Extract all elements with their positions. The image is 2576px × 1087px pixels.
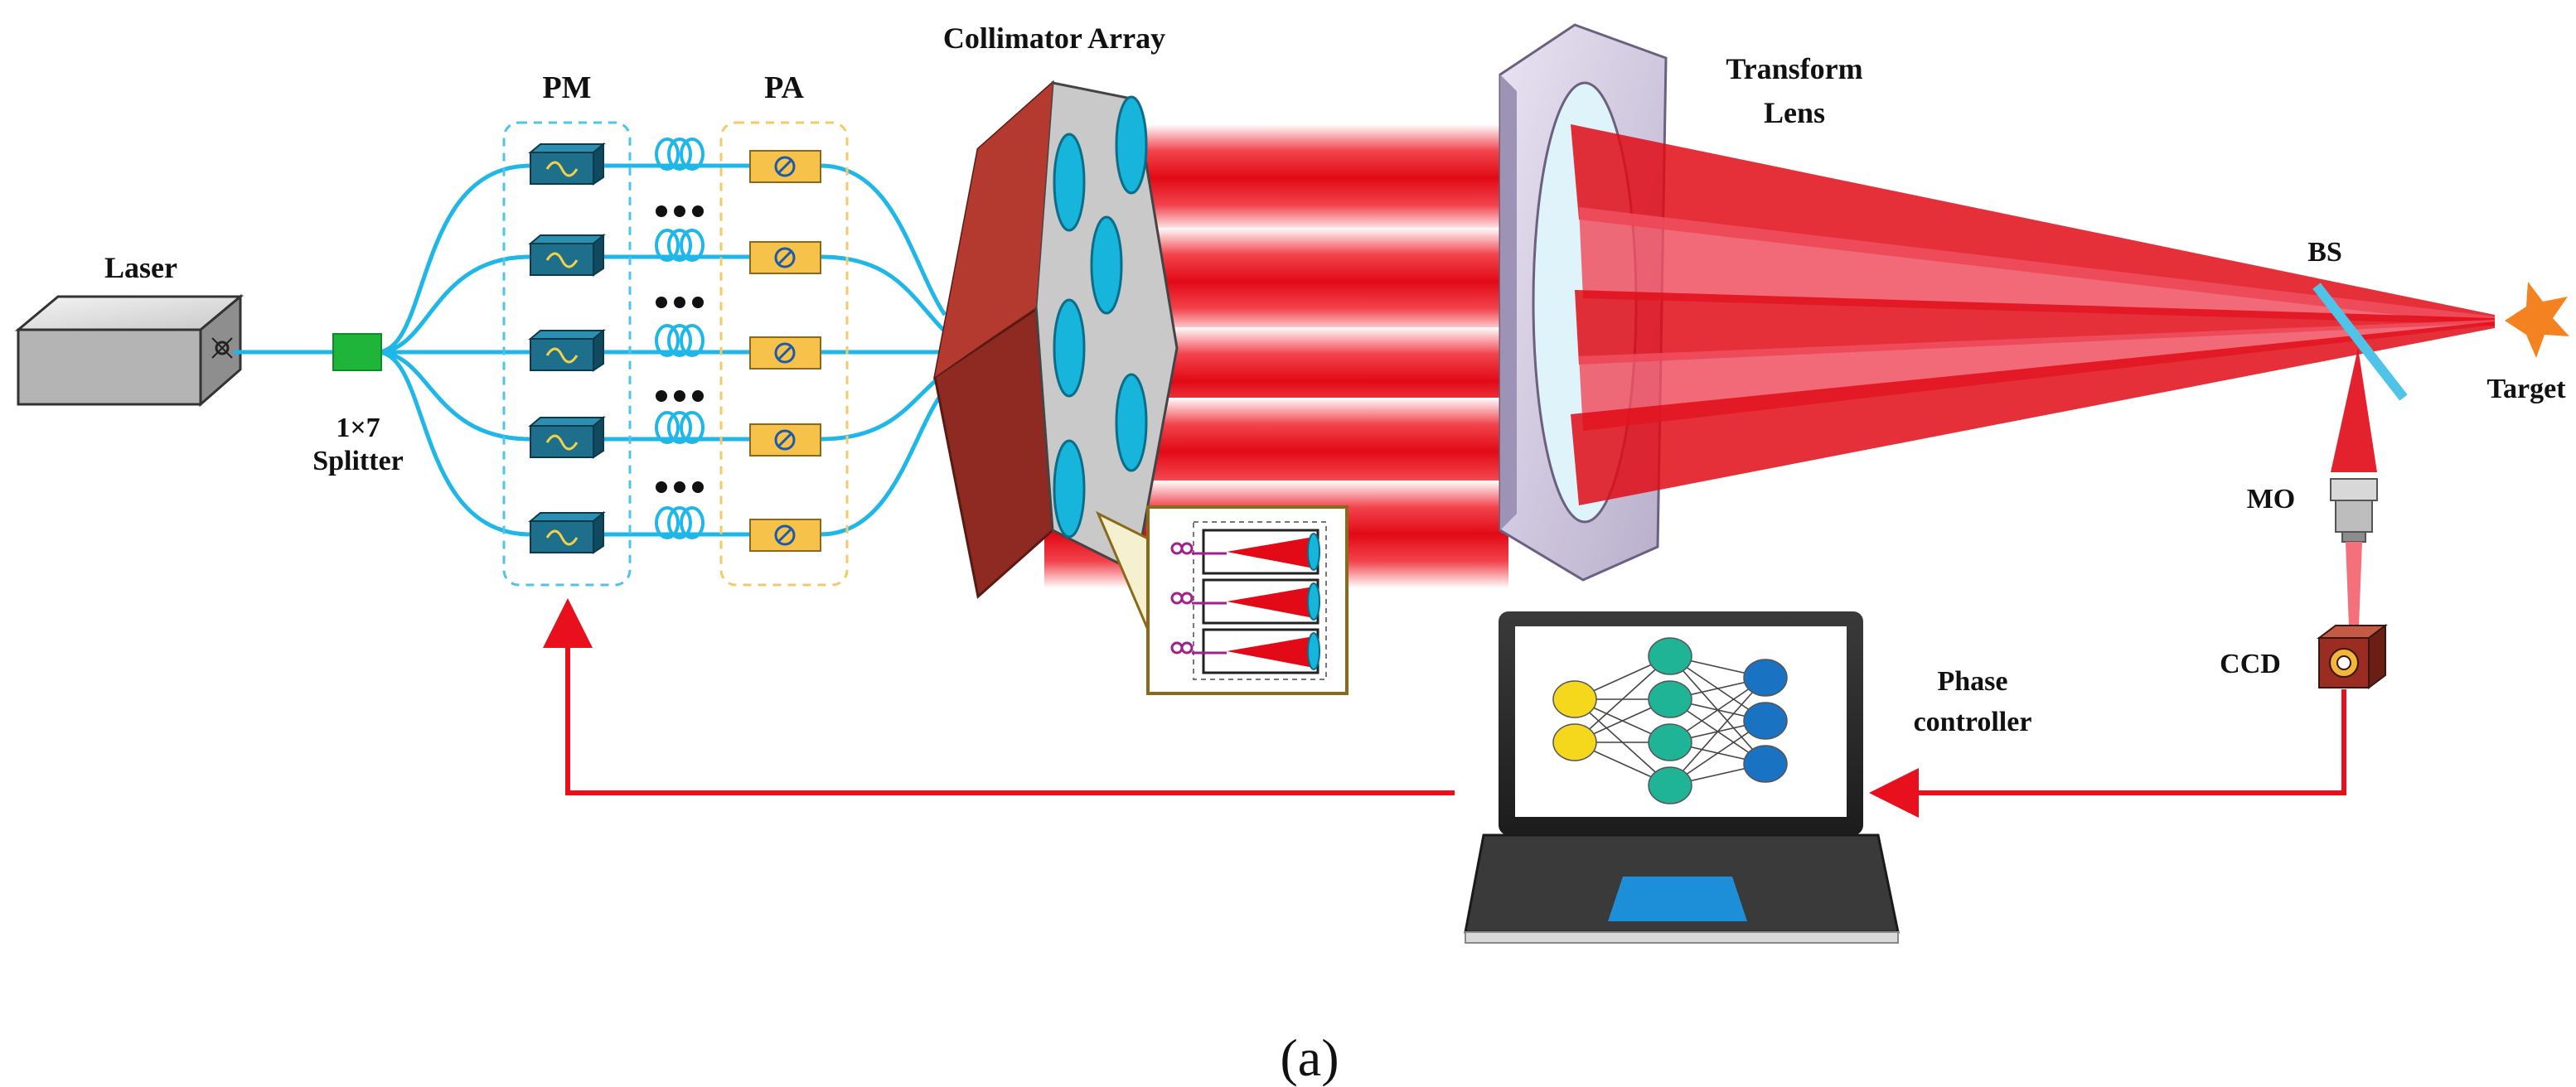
pa-group-border — [719, 121, 849, 587]
transform-lens-label-2: Lens — [1764, 96, 1825, 129]
sine-wave-icon — [545, 161, 579, 177]
fiber-coil — [655, 324, 705, 357]
ellipsis-dots — [656, 481, 704, 493]
transform-lens-label: Transform — [1726, 52, 1862, 85]
power-amplifier — [749, 241, 821, 274]
sine-wave-icon — [545, 252, 579, 268]
phase-controller-label: Phase — [1938, 666, 2008, 697]
splitter-label: Splitter — [312, 446, 404, 476]
microscope-objective — [2330, 478, 2378, 543]
nn-connection — [1574, 655, 1671, 743]
isolator-icon — [774, 524, 796, 546]
nn-node — [1648, 723, 1692, 761]
fiber-coil — [655, 411, 705, 444]
isolator-icon — [774, 342, 796, 364]
nn-node — [1648, 766, 1692, 804]
phase-modulator — [528, 142, 606, 186]
nn-node — [1743, 702, 1788, 740]
power-amplifier — [749, 150, 821, 183]
fiber-coil — [655, 229, 705, 262]
collimator-array — [932, 80, 1179, 599]
bs-label: BS — [2307, 237, 2342, 268]
reflected-beam — [2331, 348, 2377, 472]
laser — [14, 293, 245, 408]
pm-label: PM — [542, 70, 591, 105]
ccd-label: CCD — [2220, 649, 2281, 679]
nn-node — [1648, 637, 1692, 675]
pa-label: PA — [764, 70, 804, 105]
pm-group-border — [502, 121, 632, 587]
sine-wave-icon — [545, 434, 579, 451]
focused-beams — [1571, 124, 2495, 505]
phase-modulators — [528, 142, 606, 554]
isolator-icon — [774, 156, 796, 177]
fiber-coil — [655, 138, 705, 171]
splitter — [332, 333, 382, 371]
phase-modulator — [528, 415, 606, 459]
splitter-ratio-label: 1×7 — [336, 413, 380, 443]
ellipsis-dots — [656, 297, 704, 308]
target-star-icon — [2505, 282, 2569, 358]
nn-node — [1552, 723, 1597, 761]
nn-node — [1743, 745, 1788, 783]
power-amplifier — [749, 336, 821, 370]
nn-node — [1648, 680, 1692, 718]
beam-splitter — [2312, 283, 2408, 401]
mo-beam — [2346, 542, 2362, 626]
phase-modulator — [528, 233, 606, 277]
phase-modulator — [528, 510, 606, 554]
fiber-coils — [655, 138, 705, 539]
mo-label: MO — [2247, 484, 2296, 515]
sine-wave-icon — [545, 529, 579, 546]
ellipsis-dots — [656, 205, 704, 217]
ellipsis-dots — [656, 390, 704, 402]
feedback-path — [543, 598, 2346, 818]
touchpad — [1608, 877, 1747, 921]
power-amplifier — [749, 423, 821, 457]
power-amplifiers — [749, 150, 821, 552]
phase-controller-label-2: controller — [1914, 707, 2032, 737]
nn-node — [1743, 659, 1788, 697]
laser-label: Laser — [104, 251, 177, 284]
isolator-icon — [774, 247, 796, 268]
fiber-coil — [655, 506, 705, 539]
nn-connection — [1669, 677, 1766, 786]
isolator-icon — [774, 429, 796, 451]
target-label: Target — [2486, 374, 2566, 404]
sine-wave-icon — [545, 347, 579, 364]
power-amplifier — [749, 519, 821, 552]
figure-caption: (a) — [1280, 1028, 1339, 1087]
nn-node — [1552, 680, 1597, 718]
collimator-array-label: Collimator Array — [943, 22, 1165, 55]
collimator-inset — [1096, 505, 1349, 695]
neural-network — [1552, 637, 1788, 804]
laser-emitter-icon — [211, 337, 233, 359]
ccd-camera — [2317, 624, 2388, 689]
phase-modulator — [528, 328, 606, 372]
